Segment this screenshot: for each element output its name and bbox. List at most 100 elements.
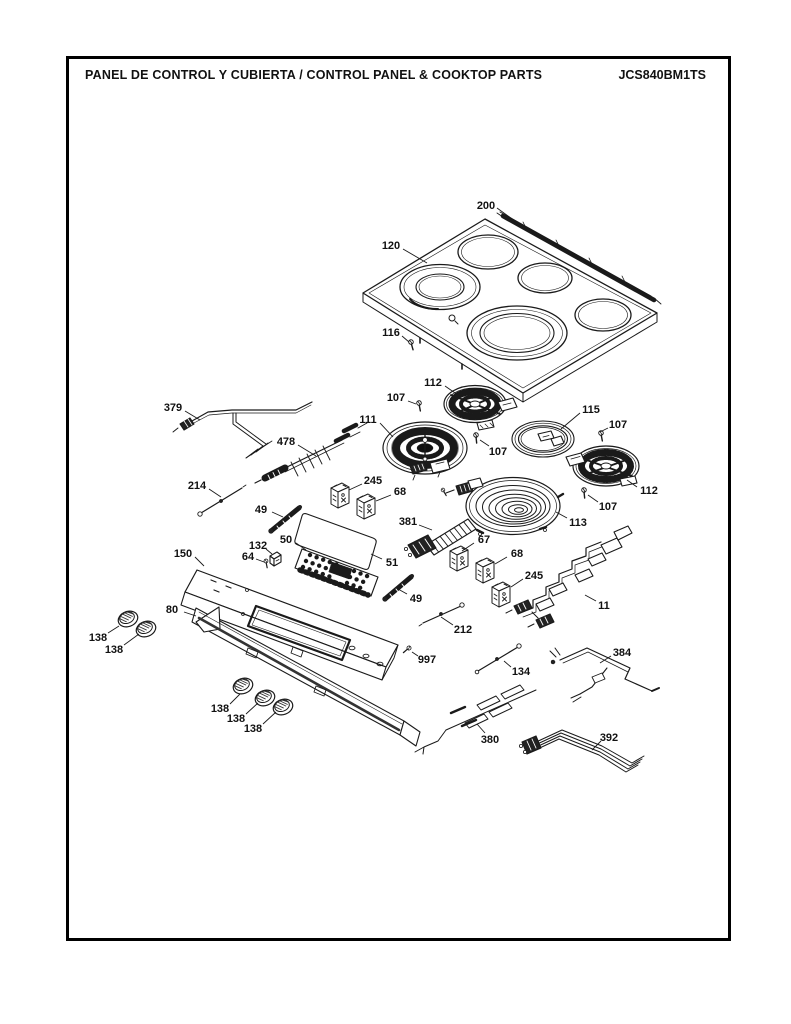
leader-line-379	[184, 410, 201, 421]
element-112-top	[443, 384, 518, 431]
leader-line-64	[255, 558, 265, 563]
tube-49-left	[268, 504, 303, 534]
callout-51: 51	[386, 557, 398, 569]
callout-997: 997	[418, 654, 436, 666]
leader-line-380	[476, 723, 486, 734]
callout-379: 379	[164, 402, 182, 414]
harness-478	[254, 422, 368, 484]
callout-50: 50	[280, 534, 292, 546]
callout-107: 107	[599, 501, 617, 513]
callout-478: 478	[277, 436, 295, 448]
leader-line-138	[262, 711, 277, 725]
leader-line-67	[461, 542, 475, 552]
callout-392: 392	[600, 732, 618, 744]
screw-64	[261, 557, 271, 569]
callout-112: 112	[424, 377, 442, 389]
callout-200: 200	[477, 200, 495, 212]
leader-line-68	[494, 556, 508, 565]
page-frame: PANEL DE CONTROL Y CUBIERTA / CONTROL PA…	[66, 56, 731, 941]
harness-380	[414, 684, 537, 755]
switch-68-left	[356, 493, 376, 520]
callout-138: 138	[244, 723, 262, 735]
leader-line-381	[418, 524, 433, 531]
leader-line-478	[297, 444, 317, 457]
model-number: JCS840BM1TS	[618, 68, 706, 82]
harness-379	[172, 401, 313, 459]
leader-line-112	[444, 385, 459, 396]
switch-245-right	[491, 581, 511, 608]
switch-68-right	[475, 557, 495, 584]
leader-line-245	[510, 578, 524, 588]
callout-381: 381	[399, 516, 417, 528]
knob-138	[230, 674, 256, 698]
callout-214: 214	[188, 480, 207, 492]
harness-11	[505, 525, 633, 629]
knob-138	[115, 607, 141, 631]
callout-64: 64	[242, 551, 255, 563]
callout-134: 134	[512, 666, 531, 678]
callout-layer: 2001201161121071111151073794781071121072…	[89, 200, 658, 751]
callout-132: 132	[249, 540, 267, 552]
control-panel-150	[180, 569, 399, 681]
trim-strip	[496, 211, 662, 305]
element-111-dual	[382, 421, 468, 481]
leader-line-68	[375, 494, 392, 502]
leader-line-138	[245, 702, 259, 715]
leader-line-138	[107, 625, 120, 634]
leader-line-107	[587, 494, 599, 503]
leader-line-138	[123, 633, 140, 646]
rod-212	[418, 602, 465, 627]
callout-68: 68	[511, 548, 523, 560]
callout-138: 138	[89, 632, 107, 644]
ribbon-381	[403, 518, 477, 559]
callout-116: 116	[382, 327, 400, 339]
callout-11: 11	[598, 600, 610, 612]
callout-113: 113	[569, 517, 587, 529]
leader-line-200	[496, 207, 516, 222]
leader-line-392	[591, 740, 602, 751]
callout-80: 80	[166, 604, 178, 616]
leader-line-212	[440, 616, 454, 626]
callout-245: 245	[364, 475, 382, 487]
screw-107	[413, 399, 425, 412]
leader-line-138	[229, 693, 241, 705]
callout-138: 138	[105, 644, 123, 656]
callout-138: 138	[211, 703, 229, 715]
switch-245-left	[330, 482, 350, 509]
harness-392	[519, 729, 645, 773]
leader-line-997	[411, 651, 419, 657]
callout-107: 107	[387, 392, 405, 404]
callout-107: 107	[489, 446, 507, 458]
callout-212: 212	[454, 624, 472, 636]
page-title: PANEL DE CONTROL Y CUBIERTA / CONTROL PA…	[85, 68, 543, 82]
leader-line-115	[560, 412, 581, 430]
leader-line-107	[479, 439, 490, 447]
leader-line-107	[407, 400, 417, 405]
callout-138: 138	[227, 713, 245, 725]
leader-line-80	[183, 611, 197, 617]
callout-107: 107	[609, 419, 627, 431]
callout-150: 150	[174, 548, 192, 560]
element-113-large	[445, 476, 565, 536]
screw-small	[440, 487, 447, 497]
callout-115: 115	[582, 404, 600, 416]
leader-line-384	[599, 655, 612, 664]
leader-line-11	[584, 594, 597, 602]
lower-trim-80	[191, 606, 421, 747]
callout-384: 384	[613, 647, 632, 659]
leader-line-132	[265, 548, 273, 555]
rod-214	[197, 484, 247, 517]
leader-line-214	[208, 488, 222, 498]
element-112-right	[565, 445, 640, 487]
leader-line-49	[397, 588, 408, 595]
leader-line-245	[348, 483, 363, 491]
callout-380: 380	[481, 734, 499, 746]
callout-120: 120	[382, 240, 400, 252]
clip-132	[269, 551, 282, 567]
leader-line-116	[401, 335, 410, 343]
ring-115	[511, 420, 575, 458]
leader-line-120	[402, 248, 428, 264]
cooktop-glass	[362, 218, 658, 403]
leader-line-134	[503, 660, 512, 668]
